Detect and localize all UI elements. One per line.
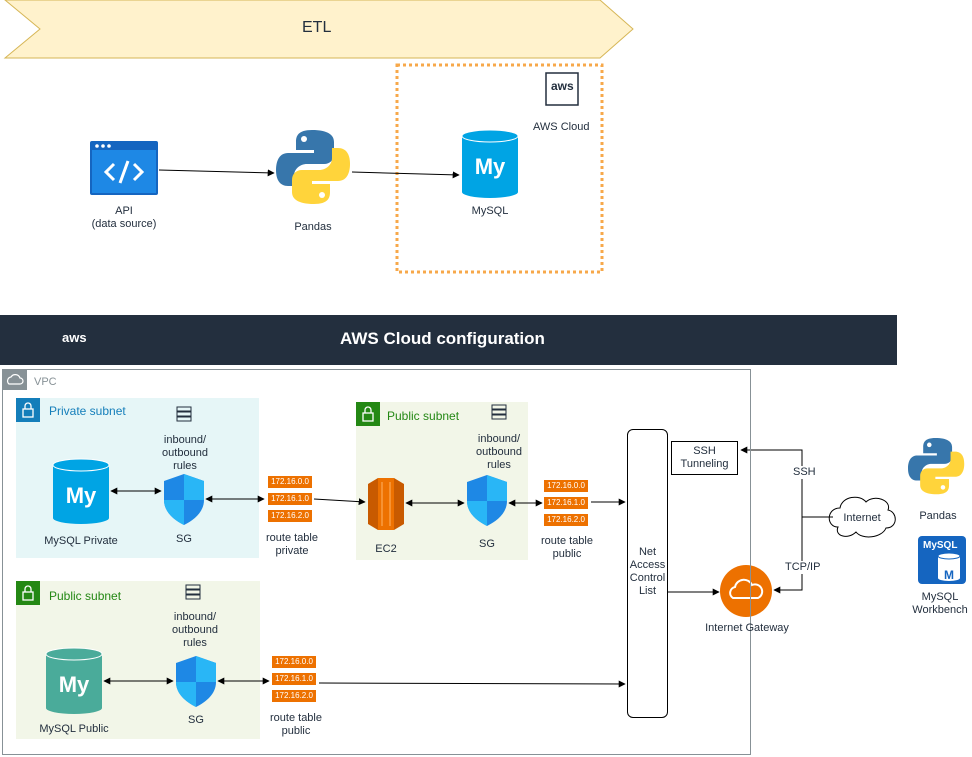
mysql-public-label: MySQL Public bbox=[39, 723, 109, 735]
security-group-shield-icon bbox=[164, 474, 204, 525]
route-table-label: public bbox=[552, 548, 582, 560]
route-table-entry: 172.16.0.0 bbox=[544, 480, 588, 492]
route-table-label: public bbox=[281, 725, 311, 737]
route-table-entry: 172.16.1.0 bbox=[268, 493, 312, 505]
route-table-label: route table bbox=[270, 712, 322, 724]
aws-logo-text: aws bbox=[551, 79, 574, 93]
ssh-label: SSH bbox=[793, 466, 816, 479]
internet-gateway-icon bbox=[720, 565, 772, 617]
pandas-client-label: Pandas bbox=[919, 510, 957, 522]
ec2-label: EC2 bbox=[375, 543, 397, 555]
route-table-entry: 172.16.2.0 bbox=[544, 514, 588, 526]
vpc-group bbox=[2, 369, 751, 755]
workbench-icon-text: MySQL bbox=[923, 540, 958, 551]
mysql-db-icon: My bbox=[461, 129, 519, 198]
route-table-entry: 172.16.1.0 bbox=[272, 673, 316, 685]
rules-label: rules bbox=[173, 460, 197, 472]
rules-label: inbound/ bbox=[477, 433, 521, 445]
tcpip-label: TCP/IP bbox=[785, 561, 821, 574]
route-table-entry: 172.16.2.0 bbox=[272, 690, 316, 702]
aws-config-title: AWS Cloud configuration bbox=[340, 329, 545, 348]
aws-logo-icon: aws bbox=[62, 330, 87, 345]
rules-icon bbox=[176, 404, 507, 600]
route-table-label: route table bbox=[541, 535, 593, 547]
aws-cloud-label: AWS Cloud bbox=[533, 121, 590, 133]
api-label: API bbox=[115, 205, 133, 217]
mysql-workbench-icon: M bbox=[918, 536, 966, 584]
mysql-public-db-icon: My bbox=[45, 647, 103, 714]
route-table-entry: 172.16.0.0 bbox=[268, 476, 312, 488]
svg-text:My: My bbox=[475, 154, 506, 179]
pandas-label: Pandas bbox=[294, 221, 332, 233]
mysql-private-label: MySQL Private bbox=[44, 535, 118, 547]
code-window-icon bbox=[90, 141, 158, 195]
route-table-label: private bbox=[275, 545, 309, 557]
sg-label: SG bbox=[479, 538, 495, 550]
workbench-label: MySQL bbox=[921, 591, 959, 603]
internet-gateway-label: Internet Gateway bbox=[705, 622, 789, 634]
route-table-entry: 172.16.1.0 bbox=[544, 497, 588, 509]
rules-label: outbound bbox=[172, 624, 218, 636]
internet-label: Internet bbox=[843, 512, 881, 524]
rules-label: outbound bbox=[162, 447, 208, 459]
public-subnet-2-title: Public subnet bbox=[49, 589, 122, 603]
rules-label: inbound/ bbox=[163, 434, 207, 446]
rules-label: rules bbox=[487, 459, 511, 471]
internet-cloud-icon bbox=[828, 496, 896, 538]
svg-text:M: M bbox=[944, 568, 954, 582]
aws-config-header bbox=[0, 315, 897, 365]
ec2-instance-icon bbox=[368, 478, 404, 530]
route-table-entry: 172.16.0.0 bbox=[272, 656, 316, 668]
sg-label: SG bbox=[188, 714, 204, 726]
route-table-entry: 172.16.2.0 bbox=[268, 510, 312, 522]
network-acl bbox=[627, 429, 668, 718]
rules-label: outbound bbox=[476, 446, 522, 458]
security-group-shield-icon bbox=[176, 656, 216, 707]
aws-logo-box bbox=[545, 72, 579, 106]
etl-title: ETL bbox=[302, 19, 332, 36]
rules-label: inbound/ bbox=[173, 611, 217, 623]
svg-text:My: My bbox=[66, 483, 97, 508]
api-sublabel: (data source) bbox=[91, 218, 157, 230]
public-subnet-1-title: Public subnet bbox=[387, 409, 460, 423]
route-table-label: route table bbox=[266, 532, 318, 544]
workbench-label: Workbench bbox=[912, 604, 968, 616]
etl-banner bbox=[3, 0, 634, 59]
vpc-label: VPC bbox=[34, 376, 57, 388]
sg-label: SG bbox=[176, 533, 192, 545]
svg-text:My: My bbox=[59, 672, 90, 697]
security-group-shield-icon bbox=[467, 475, 507, 526]
mysql-label: MySQL bbox=[471, 205, 509, 217]
rules-label: rules bbox=[183, 637, 207, 649]
mysql-private-db-icon: My bbox=[52, 458, 110, 524]
private-subnet-title: Private subnet bbox=[49, 404, 126, 418]
python-icon bbox=[276, 130, 350, 204]
aws-cloud-group bbox=[395, 63, 604, 274]
python-icon bbox=[908, 438, 965, 495]
